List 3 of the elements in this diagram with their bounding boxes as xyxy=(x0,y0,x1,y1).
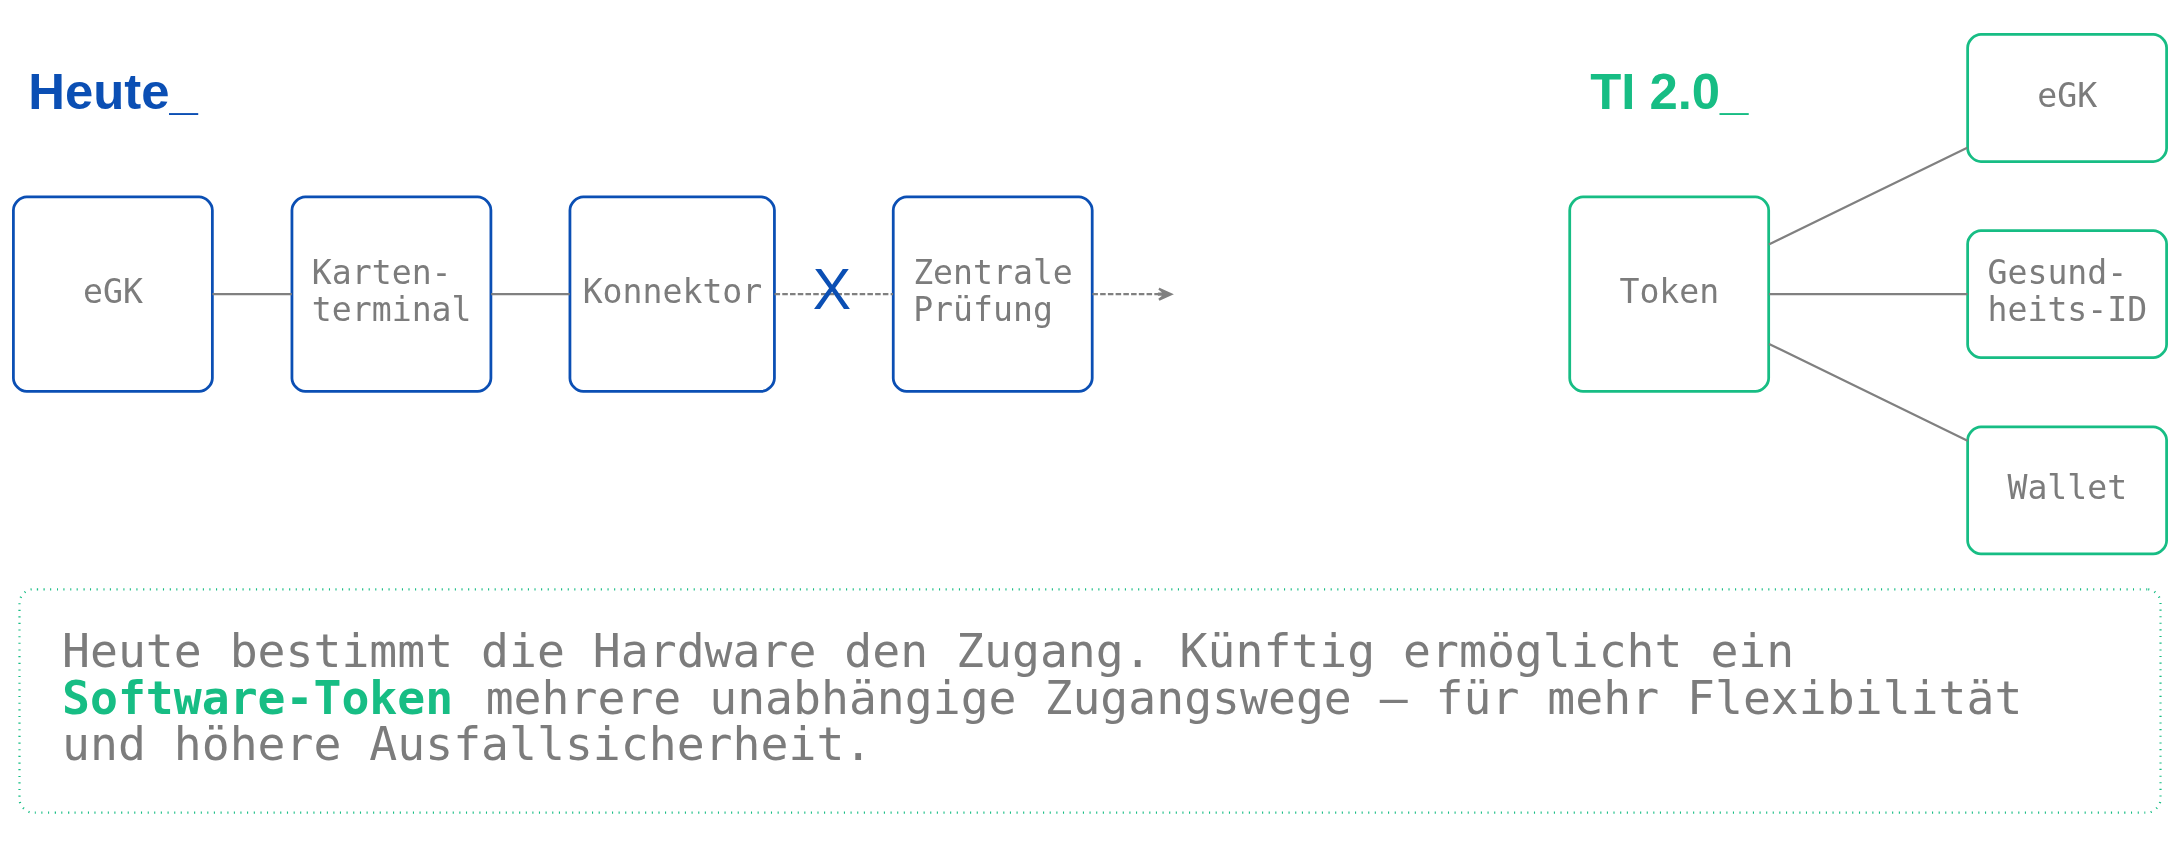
edge-label: X xyxy=(812,256,852,321)
label: TI 2.0_ xyxy=(1590,62,1749,120)
label: Heute_ xyxy=(28,62,198,120)
